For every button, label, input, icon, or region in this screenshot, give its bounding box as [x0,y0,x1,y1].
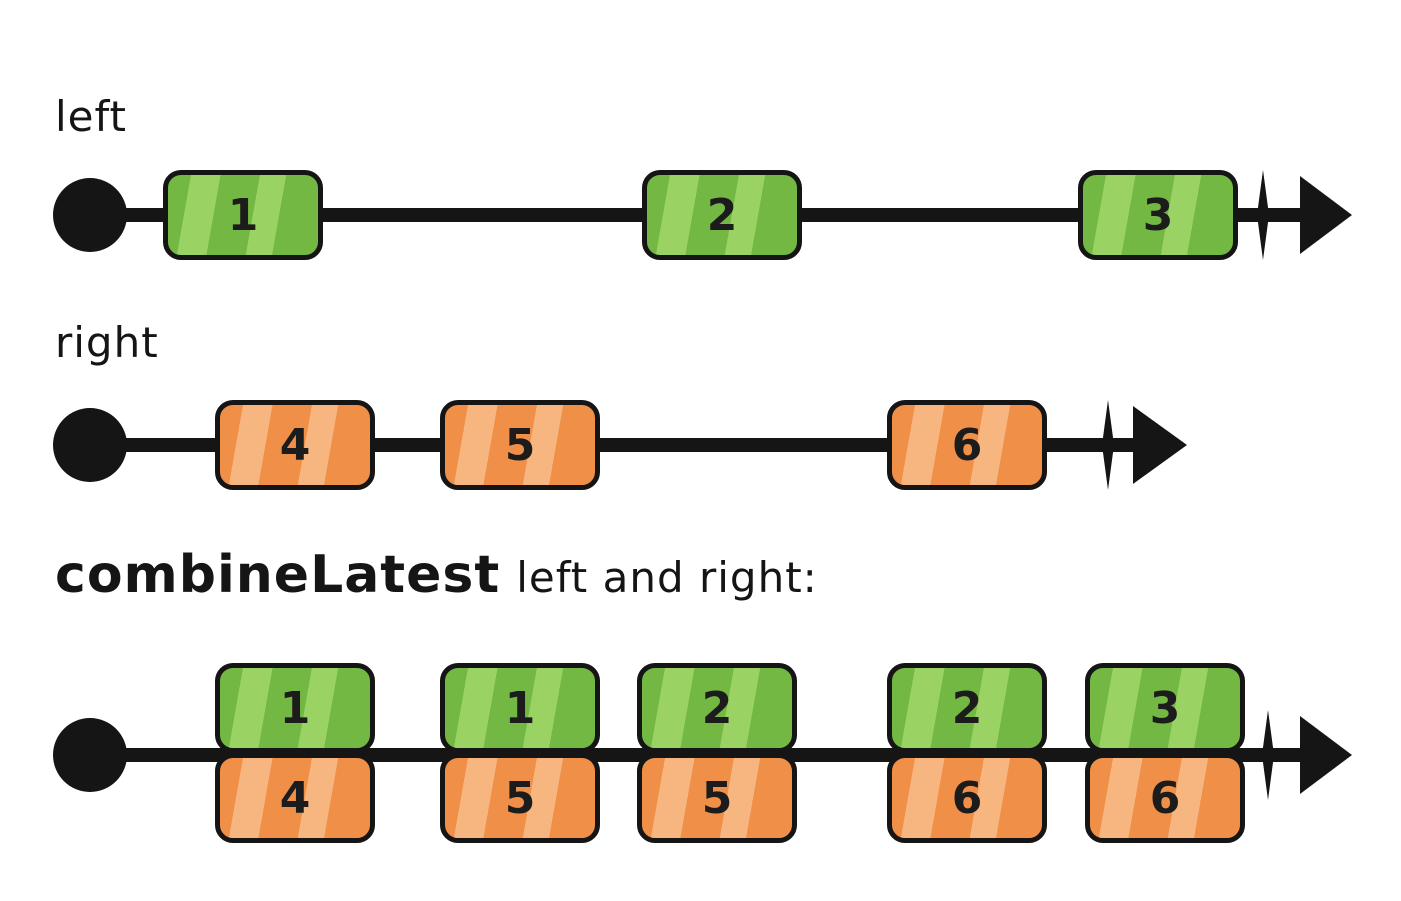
combined-timeline-arrowhead-icon [1300,716,1352,794]
marble-value: 6 [951,419,983,471]
marble-left-3: 3 [1078,170,1238,260]
marble-left-2: 2 [642,170,802,260]
marble-value: 2 [706,189,738,241]
marble-value: 1 [504,682,536,734]
marble-combined-pair3-top: 2 [637,663,797,753]
right-timeline-complete-tick [1102,400,1114,490]
right-timeline-arrowhead-icon [1133,406,1187,484]
marble-value: 2 [951,682,983,734]
marble-value: 4 [279,772,311,824]
marble-value: 5 [504,419,536,471]
operator-name: combineLatest [55,545,501,605]
marble-combined-pair1-bottom: 4 [215,753,375,843]
left-timeline-complete-tick [1257,170,1269,260]
marble-value: 1 [279,682,311,734]
marble-combined-pair5-bottom: 6 [1085,753,1245,843]
marble-value: 1 [227,189,259,241]
marble-value: 2 [701,682,733,734]
marble-value: 5 [701,772,733,824]
marble-combined-pair2-top: 1 [440,663,600,753]
marble-value: 6 [1149,772,1181,824]
marble-combined-pair4-bottom: 6 [887,753,1047,843]
marble-left-1: 1 [163,170,323,260]
marble-value: 6 [951,772,983,824]
marble-value: 4 [279,419,311,471]
marble-value: 3 [1142,189,1174,241]
right-timeline-start-dot [53,408,127,482]
marble-combined-pair4-top: 2 [887,663,1047,753]
marble-combined-pair1-top: 1 [215,663,375,753]
marble-combined-pair3-bottom: 5 [637,753,797,843]
marble-right-6: 6 [887,400,1047,490]
marble-value: 3 [1149,682,1181,734]
left-stream-label: left [55,92,128,141]
marble-combined-pair5-top: 3 [1085,663,1245,753]
marble-combined-pair2-bottom: 5 [440,753,600,843]
marble-right-5: 5 [440,400,600,490]
operator-title: combineLatest left and right: [55,545,818,605]
combined-timeline-start-dot [53,718,127,792]
combined-timeline-complete-tick [1262,710,1274,800]
marble-right-4: 4 [215,400,375,490]
left-timeline-arrowhead-icon [1300,176,1352,254]
right-stream-label: right [55,318,159,367]
left-timeline-start-dot [53,178,127,252]
operator-title-suffix: left and right: [516,553,818,602]
marble-value: 5 [504,772,536,824]
